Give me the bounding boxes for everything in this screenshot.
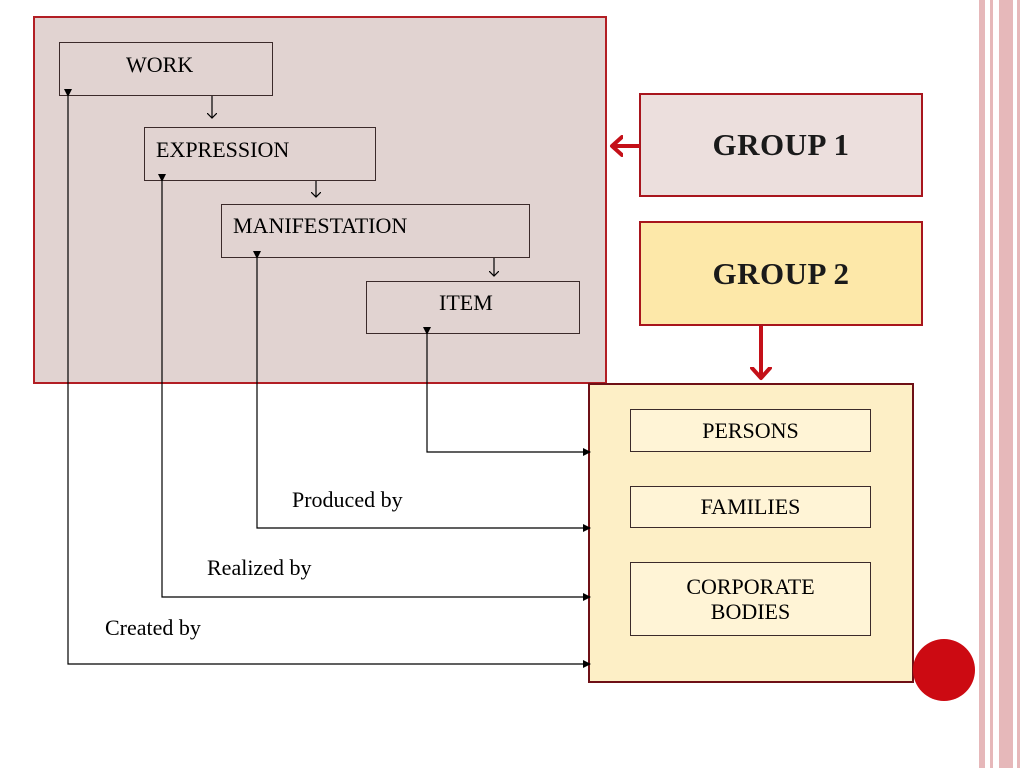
entity-persons: PERSONS [630,409,871,452]
label-realized-by: Realized by [207,555,312,580]
group1-label: GROUP 1 [712,127,850,162]
decorative-red-circle [913,639,975,701]
decorative-stripe [1017,0,1020,768]
entity-corporate-bodies: CORPORATE BODIES [630,562,871,636]
group1-label-box: GROUP 1 [639,93,923,197]
group2-label-box: GROUP 2 [639,221,923,326]
arrow-realized-by [158,174,591,601]
group2-label: GROUP 2 [712,255,850,291]
entity-families: FAMILIES [630,486,871,528]
decorative-stripe [999,0,1013,768]
label-produced-by: Produced by [292,487,403,512]
entity-families-label: FAMILIES [700,494,801,520]
label-created-by: Created by [105,615,201,640]
decorative-stripe [979,0,985,768]
entity-work-label: WORK [126,52,194,77]
decorative-stripe [990,0,993,768]
arrow-created-by [64,89,591,668]
entity-persons-label: PERSONS [702,417,799,443]
entity-corporate-bodies-label: CORPORATE BODIES [686,573,815,624]
arrow-item-owned [423,327,591,456]
